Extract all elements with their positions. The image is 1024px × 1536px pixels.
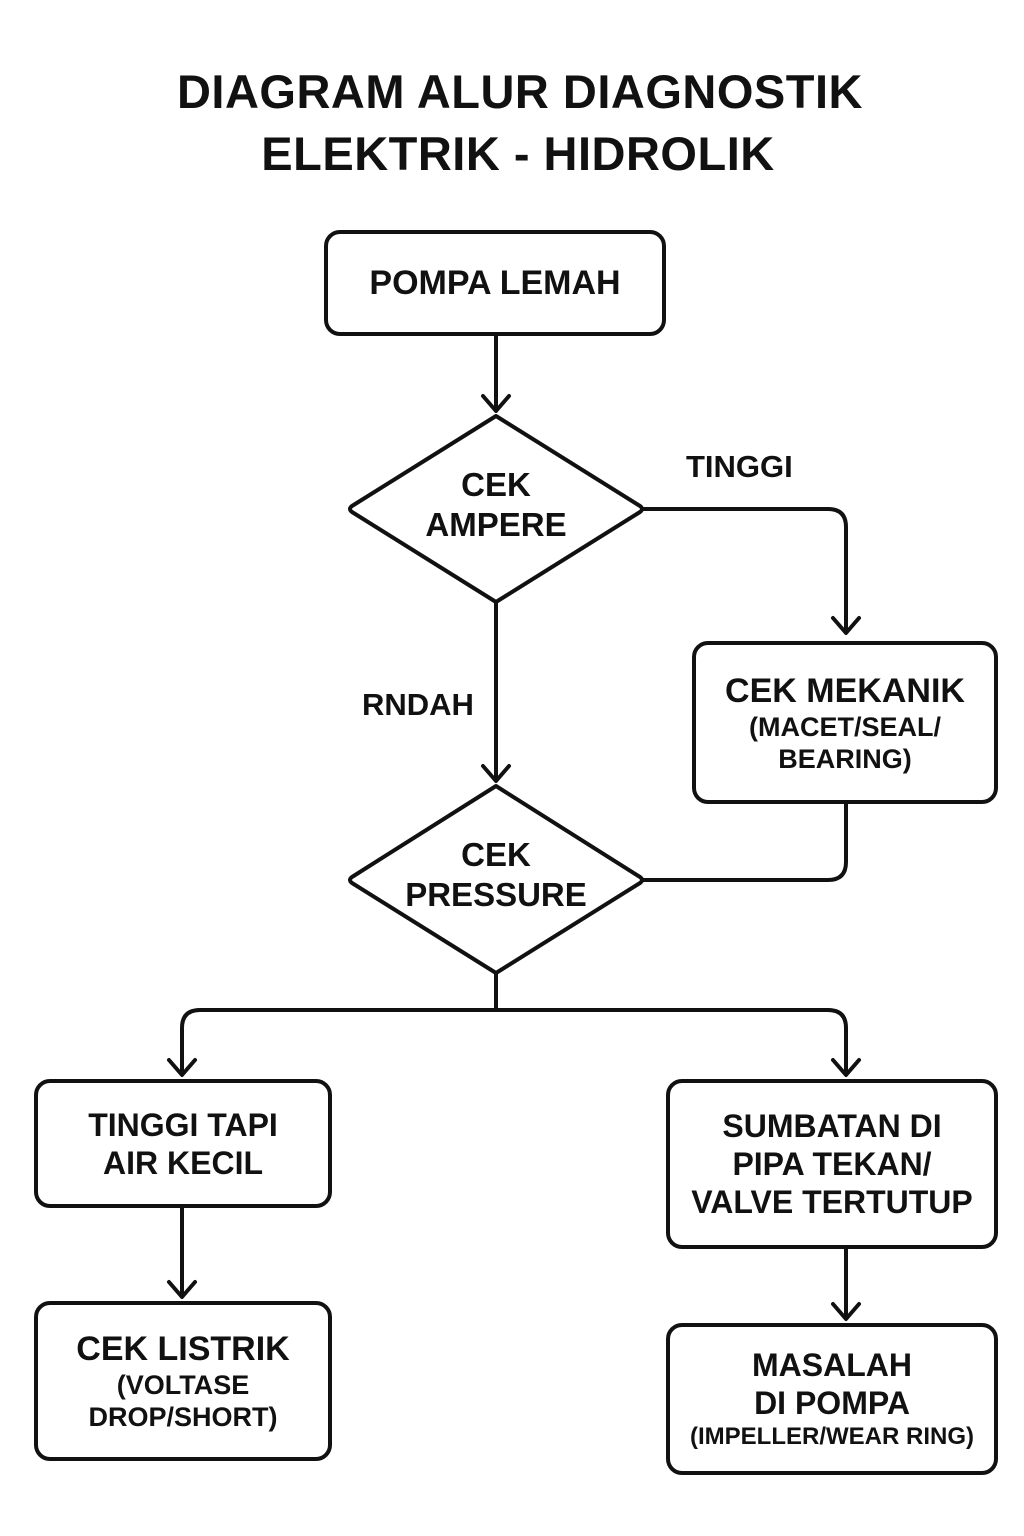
node-cek-listrik-line-3: DROP/SHORT) [88, 1402, 278, 1432]
connector-pressure-to-sumbatan [494, 1008, 848, 1076]
node-cek-mekanik-line-2: (MACET/SEAL/ [749, 711, 941, 742]
edge-label-tinggi: TINGGI [686, 449, 793, 484]
arrowhead-ampere-to-mekanik [831, 616, 861, 635]
diagram-title-line-1: DIAGRAM ALUR DIAGNOSTIK [176, 65, 863, 118]
decision-pressure-line-2: PRESSURE [405, 876, 587, 913]
node-masalah-line-2: DI POMPA [754, 1385, 910, 1421]
node-pompa-lemah-label: POMPA LEMAH [369, 264, 621, 302]
decision-ampere-line-1: CEK [461, 466, 531, 503]
node-tinggi-tapi-line-1: TINGGI TAPI [88, 1106, 278, 1143]
connector-pressure-to-tinggi [180, 1008, 498, 1076]
arrowhead-pressure-to-tinggi [167, 1058, 197, 1077]
arrowhead-sumbatan-to-masalah [831, 1302, 861, 1321]
decision-pressure-label: CEK PRESSURE [386, 835, 606, 915]
decision-ampere-label: CEK AMPERE [396, 465, 596, 545]
node-masalah-line-1: MASALAH [752, 1347, 912, 1383]
node-sumbatan-line-3: VALVE TERTUTUP [691, 1184, 973, 1220]
arrowhead-ampere-to-pressure [481, 764, 511, 783]
node-cek-mekanik-line-1: CEK MEKANIK [725, 671, 965, 710]
decision-pressure-line-1: CEK [461, 836, 531, 873]
node-tinggi-tapi-air-kecil: TINGGI TAPI AIR KECIL [34, 1079, 332, 1208]
node-tinggi-tapi-line-2: AIR KECIL [103, 1144, 263, 1181]
node-cek-listrik: CEK LISTRIK (VOLTASE DROP/SHORT) [34, 1301, 332, 1461]
node-sumbatan: SUMBATAN DI PIPA TEKAN/ VALVE TERTUTUP [666, 1079, 998, 1249]
node-pompa-lemah: POMPA LEMAH [324, 230, 666, 336]
node-masalah-line-3: (IMPELLER/WEAR RING) [690, 1423, 974, 1450]
node-sumbatan-line-1: SUMBATAN DI [722, 1108, 942, 1144]
edge-label-rendah: RNDAH [362, 687, 474, 722]
node-cek-mekanik-line-3: BEARING) [778, 743, 912, 774]
node-masalah-pompa: MASALAH DI POMPA (IMPELLER/WEAR RING) [666, 1323, 998, 1475]
connector-mekanik-to-pressure [640, 800, 848, 882]
decision-ampere-line-2: AMPERE [425, 506, 567, 543]
diagram-title-line-2: ELEKTRIK - HIDROLIK [261, 127, 775, 180]
node-sumbatan-line-2: PIPA TEKAN/ [732, 1146, 932, 1182]
arrowhead-start-to-ampere [481, 394, 511, 413]
connector-ampere-to-mekanik [640, 507, 848, 634]
node-cek-mekanik: CEK MEKANIK (MACET/SEAL/ BEARING) [692, 641, 998, 804]
arrowhead-tinggi-to-listrik [167, 1280, 197, 1299]
node-cek-listrik-line-2: (VOLTASE [116, 1370, 250, 1400]
arrowhead-pressure-to-sumbatan [831, 1058, 861, 1077]
node-cek-listrik-line-1: CEK LISTRIK [76, 1330, 290, 1368]
